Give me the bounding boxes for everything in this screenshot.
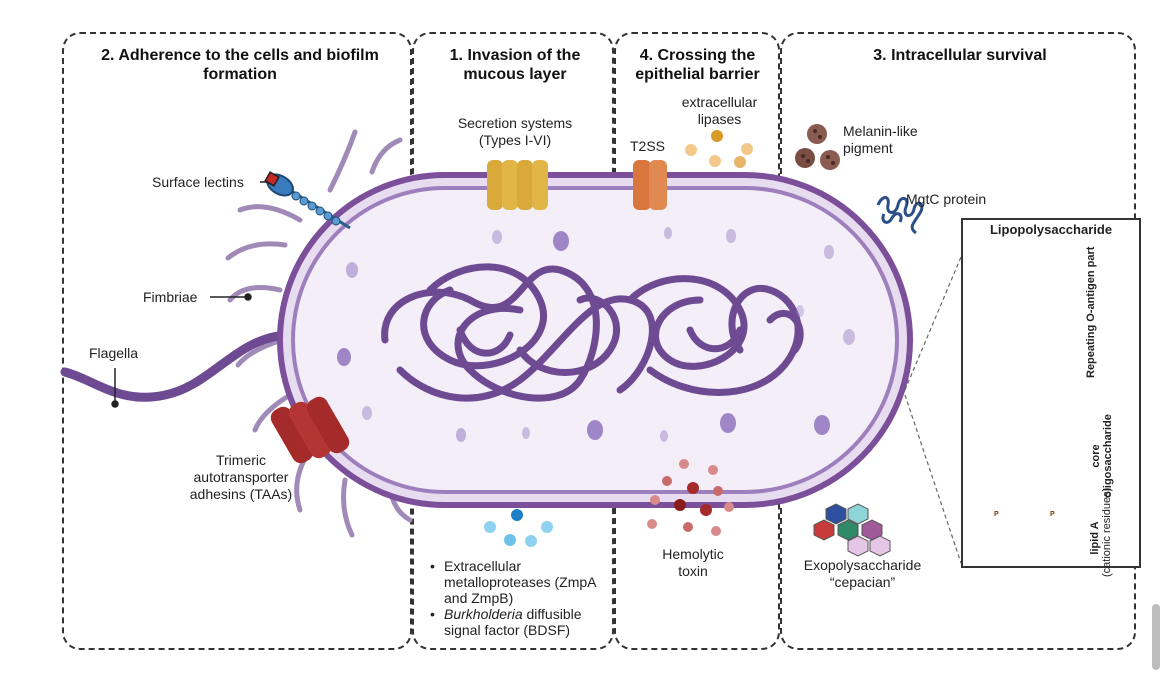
lps-zoom-lines (904, 256, 962, 564)
taa-icon (270, 396, 350, 464)
exopolysaccharide-icon (813, 503, 891, 557)
surface-lectin-icon (264, 171, 351, 230)
lps-title: Lipopolysaccharide (989, 222, 1113, 237)
melanin-label: Melanin-like pigment (843, 123, 918, 156)
lps-lipid-a-label: lipid A(cationic residues) (1089, 487, 1113, 577)
t2ss-icon (633, 160, 667, 210)
secretion-system-icon (487, 160, 548, 210)
t2ss-label: T2SS (630, 138, 666, 154)
bdsf-rest: diffusible signal factor (BDSF) (444, 606, 582, 638)
flagella-label: Flagella (89, 345, 139, 361)
scrollbar-thumb[interactable] (1152, 604, 1160, 670)
surface-lectins-label: Surface lectins (152, 174, 244, 190)
hemolytic-toxin-dots (647, 459, 734, 536)
mgtc-protein-icon (876, 196, 924, 235)
pointer-lines (111, 181, 268, 408)
phosphate-right: P (1050, 511, 1055, 518)
panel-title-adherence: 2. Adherence to the cells and biofilm fo… (101, 47, 379, 83)
lps-panel (961, 218, 1141, 568)
metalloprotease-dots (484, 509, 553, 547)
panel-title-invasion: 1. Invasion of the mucous layer (449, 47, 581, 83)
exopolysaccharide-label: Exopolysaccharide “cepacian” (803, 557, 922, 590)
hemolytic-toxin-label: Hemolytic toxin (662, 546, 724, 579)
melanin-pigment-icon (795, 124, 840, 170)
phosphate-left: P (994, 511, 999, 518)
mgtc-label: MgtC protein (906, 191, 987, 207)
lipase-dots (685, 130, 753, 168)
invasion-bullet-list: Extracellular metalloproteases (ZmpA and… (428, 558, 618, 638)
panel-title-crossing: 4. Crossing the epithelial barrier (635, 47, 760, 83)
secretion-systems-label: Secretion systems (Types I-VI) (457, 115, 573, 148)
lipases-label: extracellular lipases (681, 94, 758, 127)
flagellum (60, 330, 305, 402)
bullet-bdsf: Burkholderia diffusible signal factor (B… (428, 606, 618, 638)
bullet-metalloproteases: Extracellular metalloproteases (ZmpA and… (428, 558, 618, 606)
chromosome (381, 263, 804, 402)
lps-o-antigen-label: Repeating O-antigen part (1085, 246, 1097, 378)
taas-label: Trimeric autotransporter adhesins (TAAs) (189, 452, 293, 502)
panel-title-survival: 3. Intracellular survival (873, 47, 1047, 64)
fimbriae-label: Fimbriae (143, 289, 198, 305)
bdsf-genus: Burkholderia (444, 606, 523, 622)
vesicles (337, 227, 855, 442)
